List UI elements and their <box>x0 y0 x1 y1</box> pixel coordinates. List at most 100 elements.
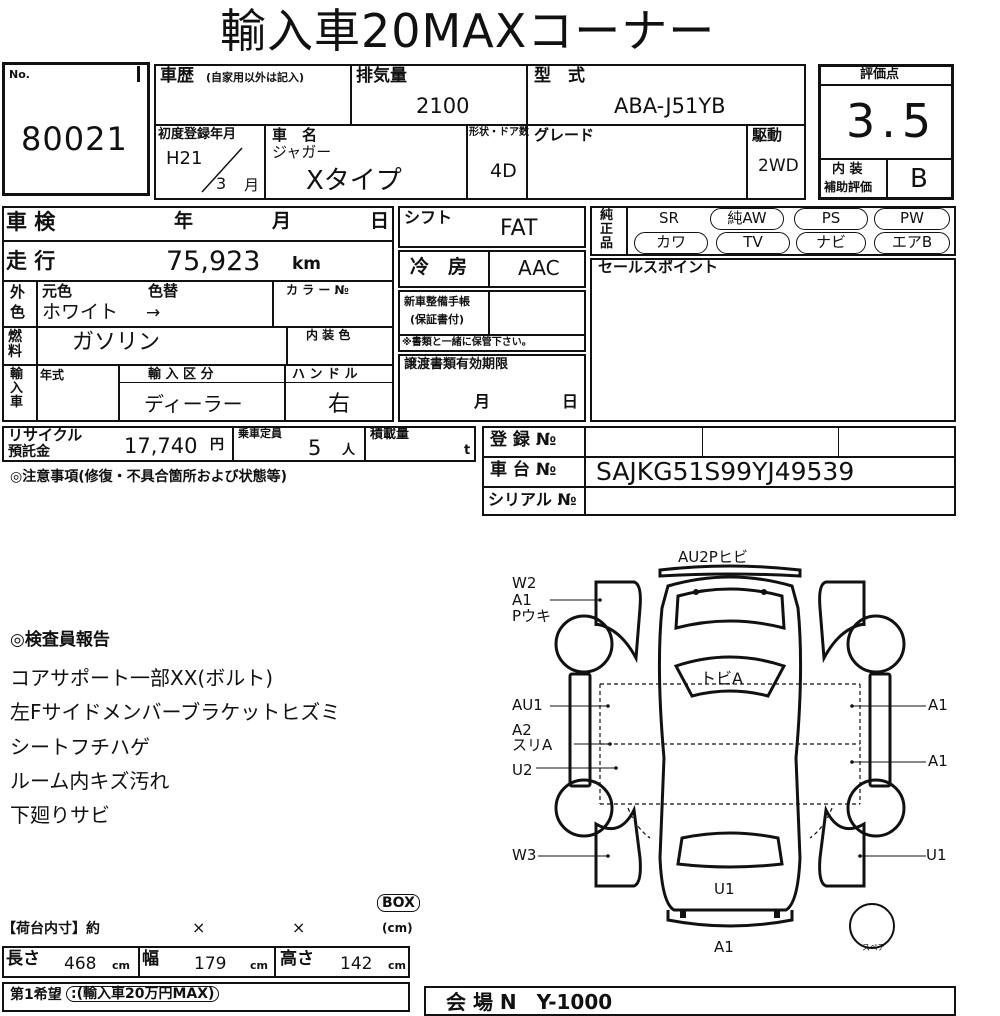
displacement-value: 2100 <box>416 94 470 118</box>
shift-box <box>398 206 586 248</box>
page-title: 輸入車20MAXコーナー <box>220 4 716 58</box>
fuel-value: ガソリン <box>72 330 161 355</box>
damage-label-a1-r1: A1 <box>928 696 948 714</box>
score-label: 評価点 <box>860 67 900 82</box>
inspector-line-4: ルーム内キズ汚れ <box>10 769 170 793</box>
first-reg-month: 3 <box>216 174 227 193</box>
first-reg-label: 初度登録年月 <box>158 127 237 142</box>
equipment-airbag: エアB <box>874 232 950 254</box>
height-label: 高さ <box>280 949 314 969</box>
model-value: ABA-J51YB <box>614 94 726 118</box>
equipment-box <box>590 206 956 256</box>
inspector-line-5: 下廻りサビ <box>10 803 110 827</box>
car-name-label: 車 名 <box>272 126 318 144</box>
width-label: 幅 <box>142 949 159 969</box>
inspection-day: 日 <box>370 210 390 232</box>
equipment-power-window: PW <box>874 208 950 230</box>
color-arrow: → <box>146 303 161 323</box>
damage-label-roof: トビA <box>700 669 743 688</box>
width-unit: cm <box>250 959 268 972</box>
capacity-value: 5 <box>308 436 322 460</box>
height-unit: cm <box>388 959 406 972</box>
inspection-year: 年 <box>174 210 194 232</box>
cargo-label: 【荷台内寸】約 <box>2 921 100 937</box>
history-label: 車歴 <box>160 66 194 86</box>
first-reg-month-unit: 月 <box>244 176 260 194</box>
recycle-label-2: 預託金 <box>8 444 50 460</box>
history-note: (自家用以外は記入) <box>206 71 305 84</box>
color-side-label-2: 色 <box>10 303 26 321</box>
equipment-leather: カワ <box>634 232 708 254</box>
warranty-label-2: (保証書付) <box>410 313 465 326</box>
recycle-box <box>2 426 476 462</box>
interior-label-2: 補助評価 <box>824 180 873 194</box>
damage-label-w2: W2 <box>512 574 537 592</box>
original-color-label: 元色 <box>42 282 73 300</box>
length-label: 長さ <box>6 949 40 969</box>
sales-point-label: セールスポイント <box>598 258 719 276</box>
vehicle-info-grid <box>154 64 806 200</box>
import-year-label: 年式 <box>40 368 65 382</box>
import-category-value: ディーラー <box>144 392 243 416</box>
spare-label: スペア <box>862 943 886 952</box>
interior-color-label: 内 装 色 <box>306 328 351 342</box>
damage-label-front: AU2Pヒビ <box>678 548 748 566</box>
warranty-note: ※書類と一緒に保管下さい。 <box>402 337 532 348</box>
equipment-tv: TV <box>716 232 790 254</box>
warranty-box <box>398 290 586 352</box>
length-value: 468 <box>64 954 97 974</box>
recycle-unit: 円 <box>210 437 224 453</box>
first-reg-year: H21 <box>166 148 203 169</box>
lot-label: No. <box>9 68 30 81</box>
displacement-label: 排気量 <box>356 66 407 86</box>
wish-label: 第1希望 <box>10 987 62 1003</box>
registration-label: 登 録 № <box>490 430 557 450</box>
inspector-line-1: コアサポート一部XX(ボルト) <box>10 666 274 690</box>
registration-box <box>482 426 956 516</box>
damage-label-a1-r2: A1 <box>928 752 948 770</box>
mileage-unit: km <box>292 254 322 274</box>
transfer-box <box>398 354 586 422</box>
lot-number: 80021 <box>21 120 128 158</box>
length-unit: cm <box>112 959 130 972</box>
inspector-line-2: 左Fサイドメンバーブラケットヒズミ <box>10 700 341 724</box>
handle-label: ハ ン ド ル <box>292 367 358 382</box>
width-value: 179 <box>194 954 227 974</box>
load-label: 積載量 <box>370 427 410 442</box>
cargo-times-1: × <box>192 918 206 937</box>
sales-point-box <box>590 258 956 422</box>
lot-box: No. 80021 <box>2 62 150 196</box>
equipment-power-steering: PS <box>794 208 868 230</box>
interior-label-1: 内 装 <box>832 162 863 177</box>
serial-label: シリアル № <box>488 490 577 509</box>
transfer-month: 月 <box>474 392 491 411</box>
damage-label-au1: AU1 <box>512 696 543 714</box>
transfer-day: 日 <box>562 392 579 411</box>
equipment-alloy-wheel: 純AW <box>710 208 784 230</box>
equipment-sr: SR <box>659 209 679 227</box>
drive-value: 2WD <box>758 156 799 176</box>
damage-label-a1-bottom: A1 <box>714 938 734 956</box>
warranty-label-1: 新車整備手帳 <box>404 295 470 308</box>
damage-label-a1-fl: A1 <box>512 591 532 609</box>
chassis-label: 車 台 № <box>490 460 557 480</box>
grade-label: グレード <box>534 126 595 144</box>
mileage-value: 75,923 <box>166 246 261 277</box>
capacity-unit: 人 <box>342 443 356 458</box>
height-value: 142 <box>340 954 373 974</box>
transfer-label: 譲渡書類有効期限 <box>404 357 509 372</box>
mileage-label: 走 行 <box>6 249 56 273</box>
model-label: 型 式 <box>534 66 585 86</box>
box-badge: BOX <box>377 894 420 912</box>
import-category-label: 輸 入 区 分 <box>148 367 214 382</box>
color-code-label: カ ラ ー № <box>286 283 349 297</box>
inspection-month: 月 <box>272 210 292 232</box>
drive-label: 駆動 <box>752 126 783 144</box>
car-name-value: ジャガー <box>272 143 332 161</box>
cargo-unit: (cm) <box>382 921 413 935</box>
score-value: 3.5 <box>846 94 938 148</box>
damage-label-p-uki: Pウキ <box>512 607 552 625</box>
aircon-box <box>398 250 586 288</box>
car-damage-diagram <box>536 564 926 949</box>
inspector-title: ◎検査員報告 <box>10 630 110 650</box>
